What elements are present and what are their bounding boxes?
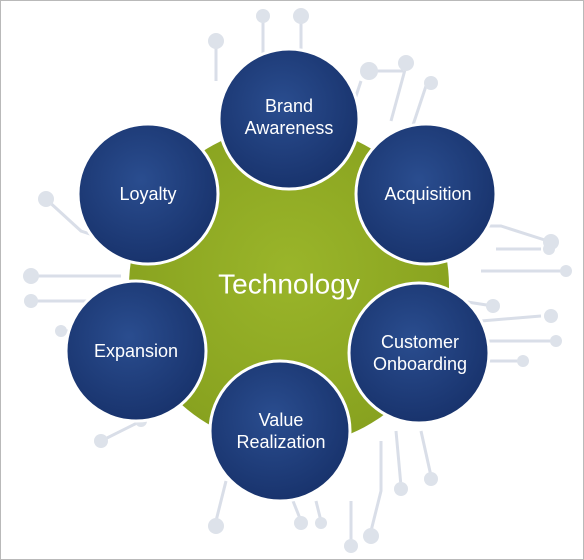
node-label-line: Loyalty xyxy=(119,184,176,204)
node-label-line: Brand xyxy=(265,96,313,116)
node-customer-onboarding: Customer Onboarding xyxy=(347,281,491,425)
node-label-line: Value xyxy=(259,410,304,430)
node-label-line: Expansion xyxy=(94,341,178,361)
node-acquisition: Acquisition xyxy=(354,122,498,266)
node-label-line: Awareness xyxy=(245,118,334,138)
node-label-line: Onboarding xyxy=(373,354,467,374)
node-expansion: Expansion xyxy=(64,279,208,423)
node-label-line: Customer xyxy=(381,332,459,352)
node-label-line: Acquisition xyxy=(384,184,471,204)
node-brand-awareness: Brand Awareness xyxy=(217,47,361,191)
node-loyalty: Loyalty xyxy=(76,122,220,266)
node-label-line: Realization xyxy=(236,432,325,452)
node-value-realization: Value Realization xyxy=(208,359,352,503)
center-label: Technology xyxy=(218,268,360,299)
